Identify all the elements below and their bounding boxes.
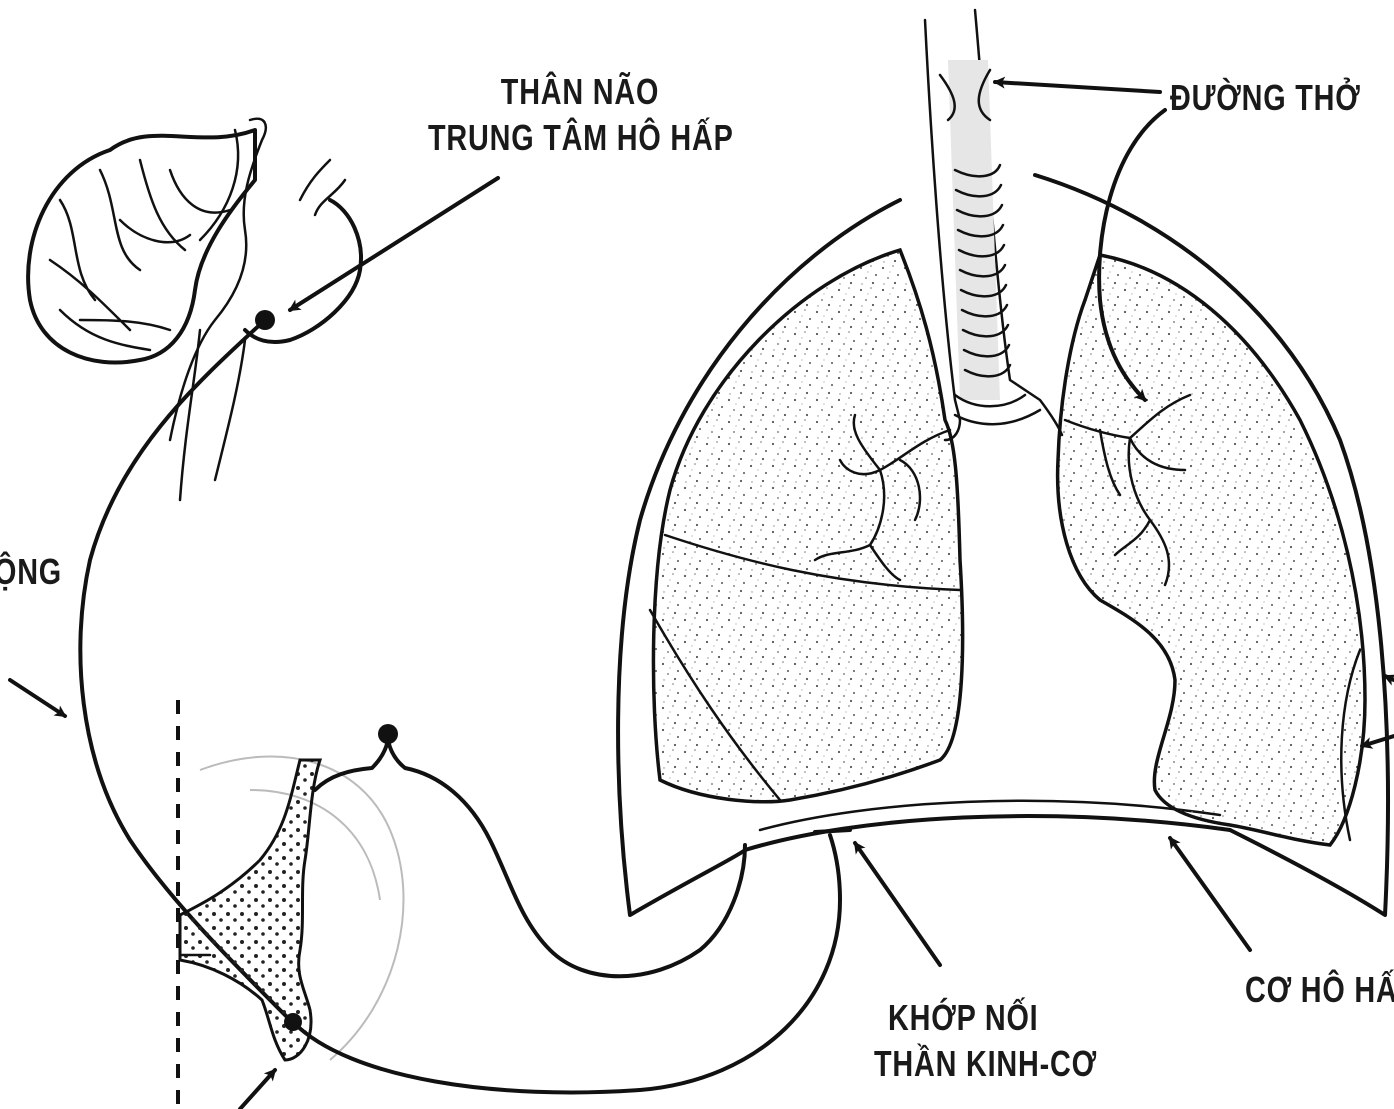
resp-muscle-arrow <box>1170 838 1250 950</box>
airway-label: ĐƯỜNG THỞ <box>1170 78 1354 118</box>
chest-wall-arrow-upper <box>1385 676 1394 680</box>
ganglion-dot <box>378 724 398 744</box>
nerve-arrow <box>10 680 65 716</box>
nmj-arrow <box>855 843 940 965</box>
brainstem-label-line2: TRUNG TÂM HÔ HẤP <box>428 118 732 158</box>
spinal-cord-section <box>178 700 404 1109</box>
spinal-arrow <box>240 1070 275 1109</box>
airway-arrow <box>995 82 1160 92</box>
resp-muscle-label: CƠ HÔ HẤ <box>1245 970 1373 1010</box>
nerve-partial-label: ỘNG <box>0 552 74 592</box>
brain-illustration <box>28 119 361 500</box>
nmj-label-line2: THẦN KINH-CƠ <box>874 1044 1066 1084</box>
brainstem-label-line1: THÂN NÃO <box>492 72 668 112</box>
nmj-label-line1: KHỚP NỐI <box>888 998 1032 1038</box>
brainstem-arrow <box>290 178 498 310</box>
brainstem-dot <box>255 310 275 330</box>
